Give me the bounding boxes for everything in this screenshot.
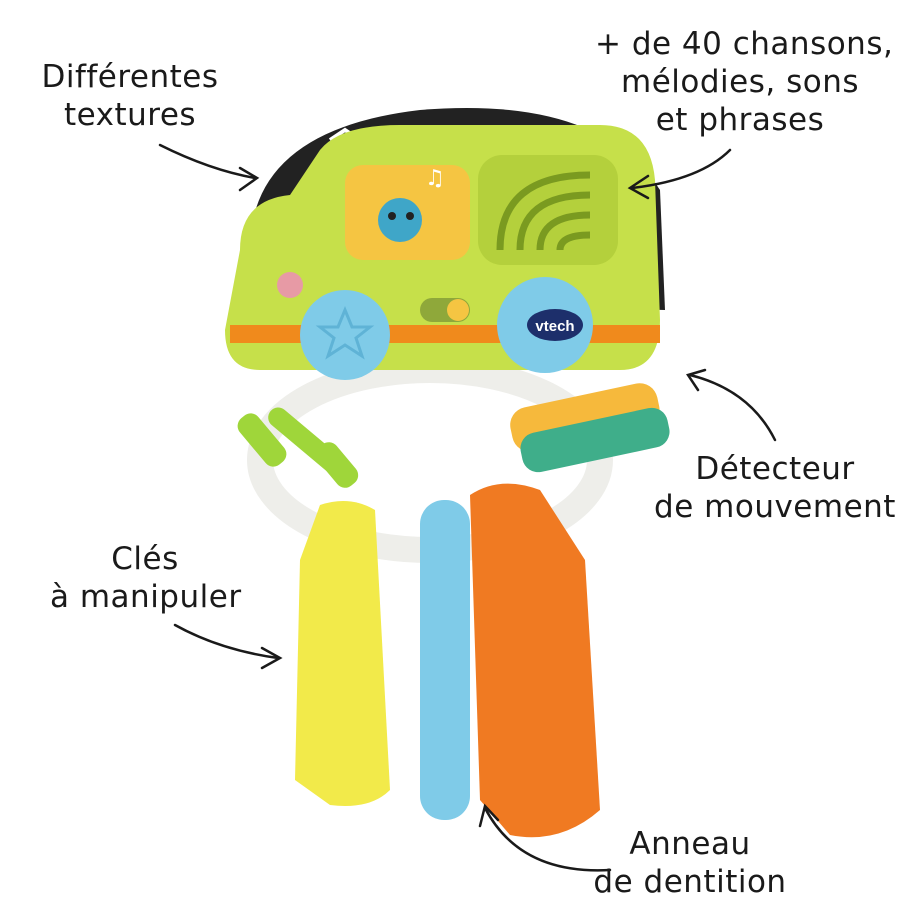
callout-teether: Anneau de dentition [590, 825, 790, 900]
wheel-left [300, 290, 390, 380]
orange-key [470, 483, 600, 838]
callout-text: textures [63, 97, 197, 133]
arrow-teether [483, 806, 612, 872]
callout-text: mélodies, sons [621, 64, 859, 100]
vtech-logo: vtech [535, 318, 574, 335]
arrow-textures [158, 143, 257, 180]
callout-keys: Clés à manipuler [50, 540, 242, 616]
callout-text: de dentition [593, 864, 787, 900]
callout-text: Détecteur [695, 451, 855, 487]
green-rattle-bar [237, 407, 359, 488]
callout-text: + de 40 chansons, [595, 26, 894, 62]
yellow-key [295, 501, 390, 806]
callout-text: Anneau [629, 826, 751, 862]
callout-motion: Détecteur de mouvement [650, 450, 900, 526]
arrow-motion [688, 373, 777, 442]
arrow-keys [173, 623, 280, 660]
callout-text: de mouvement [654, 489, 896, 525]
callout-text: et phrases [655, 102, 825, 138]
blue-key [420, 500, 470, 820]
callout-songs: + de 40 chansons, mélodies, sons et phra… [595, 25, 894, 139]
green-motion-key [520, 407, 670, 473]
callout-text: Clés [111, 541, 179, 577]
arrow-songs [630, 148, 732, 190]
callout-text: à manipuler [50, 579, 242, 615]
callout-text: Différentes [41, 59, 219, 95]
callout-arrows [158, 143, 777, 872]
svg-text:♫: ♫ [425, 166, 445, 191]
callout-textures: Différentes textures [30, 58, 230, 134]
